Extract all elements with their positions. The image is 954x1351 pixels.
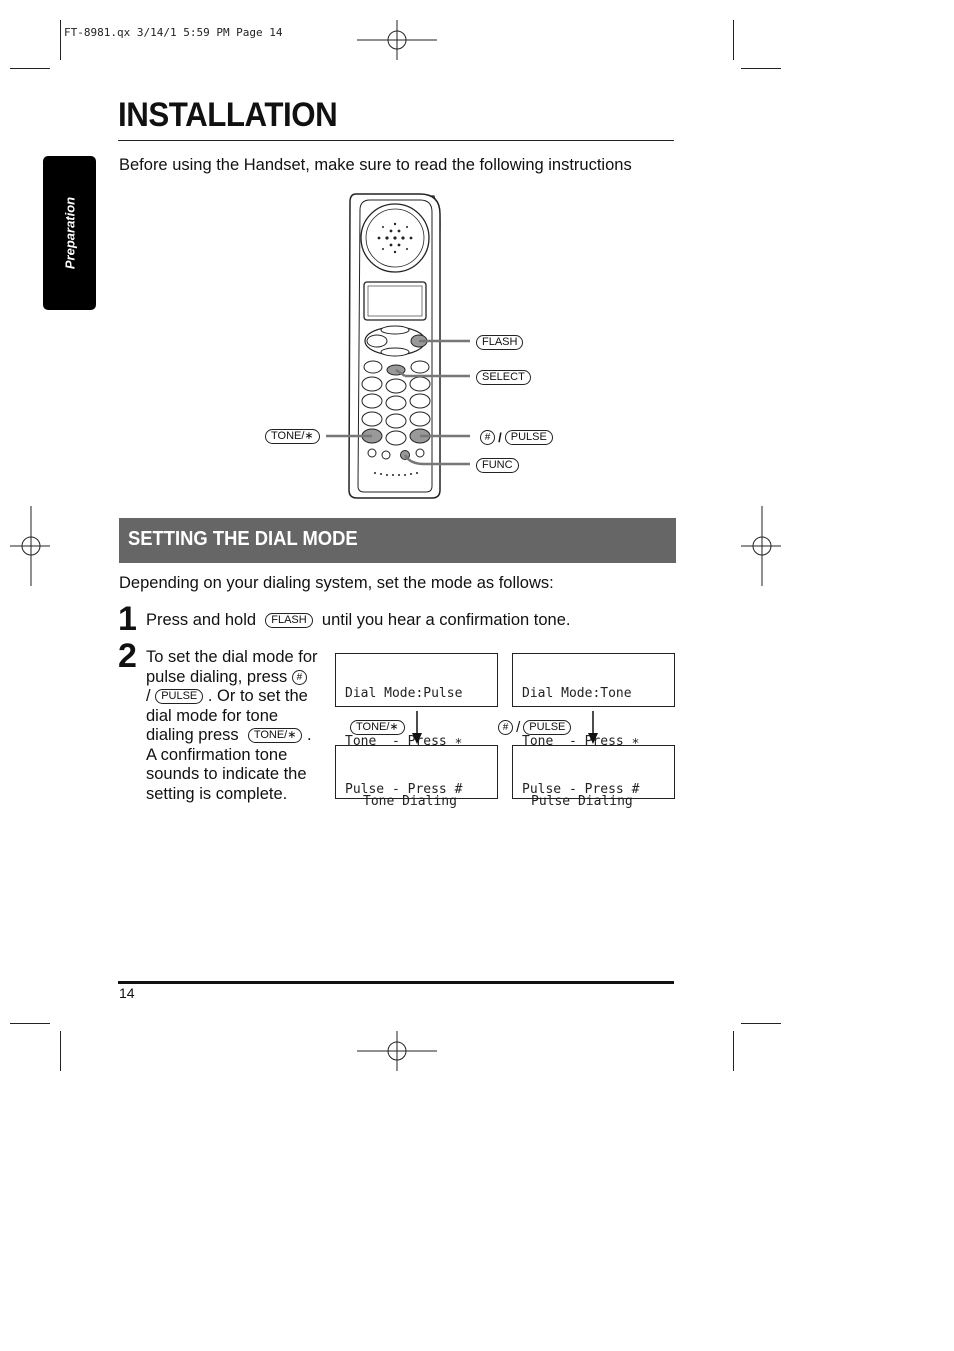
registration-mark-icon: [357, 1031, 437, 1071]
lcd-pulse-dialing: Pulse Dialing: [512, 745, 675, 809]
step-2-number: 2: [118, 637, 137, 675]
title-divider: [118, 140, 674, 141]
crop-mark: [10, 68, 50, 69]
step-1-number: 1: [118, 600, 137, 638]
lcd-right-key-label: # / PULSE: [498, 720, 572, 735]
printer-slug: FT-8981.qx 3/14/1 5:59 PM Page 14: [64, 26, 283, 39]
select-key-label: SELECT: [476, 370, 531, 385]
step-2-text: To set the dial mode for pulse dialing, …: [146, 648, 318, 803]
arrow-down-icon: [588, 711, 598, 744]
flash-key: FLASH: [265, 613, 313, 628]
tone-key: TONE/∗: [247, 728, 303, 743]
footer-divider: [118, 981, 674, 984]
func-key-label: FUNC: [476, 458, 519, 473]
pulse-key: PULSE: [155, 689, 204, 704]
lcd-tone-dialing: Tone Dialing: [335, 745, 498, 809]
page-title: INSTALLATION: [118, 96, 338, 134]
section-intro: Depending on your dialing system, set th…: [119, 574, 554, 592]
registration-mark-icon: [357, 20, 437, 60]
crop-mark: [741, 68, 781, 69]
crop-mark: [741, 1023, 781, 1024]
tone-key-label: TONE/∗: [265, 429, 320, 444]
crop-mark: [733, 20, 734, 60]
page-number: 14: [119, 985, 135, 1001]
arrow-down-icon: [412, 711, 422, 744]
side-tab-label: Preparation: [62, 196, 77, 270]
crop-mark: [733, 1031, 734, 1071]
registration-mark-icon: [10, 506, 50, 586]
section-heading: SETTING THE DIAL MODE: [128, 528, 358, 550]
hash-key: #: [291, 669, 307, 685]
step-1-text: Press and hold FLASH until you hear a co…: [146, 611, 571, 629]
intro-text: Before using the Handset, make sure to r…: [119, 156, 632, 174]
crop-mark: [60, 1031, 61, 1071]
lcd-pulse-mode: Dial Mode:Pulse Tone - Press ∗ Pulse - P…: [335, 653, 498, 797]
lcd-left-key-label: TONE/∗: [350, 720, 405, 735]
hash-pulse-key-label: # / PULSE: [480, 430, 553, 445]
crop-mark: [10, 1023, 50, 1024]
section-heading-bar: SETTING THE DIAL MODE: [119, 518, 676, 563]
crop-mark: [60, 20, 61, 60]
side-tab: Preparation: [43, 156, 96, 310]
handset-diagram: [326, 193, 470, 499]
lcd-tone-mode: Dial Mode:Tone Tone - Press ∗ Pulse - Pr…: [512, 653, 675, 797]
registration-mark-icon: [741, 506, 781, 586]
flash-key-label: FLASH: [476, 335, 524, 350]
